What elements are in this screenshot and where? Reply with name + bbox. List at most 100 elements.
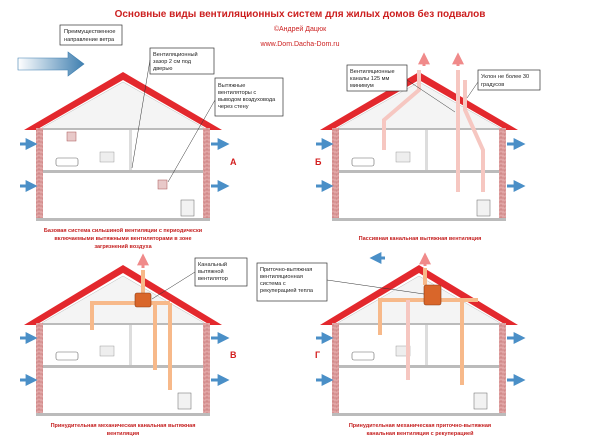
roof-g bbox=[320, 265, 518, 325]
floor-2-v bbox=[43, 365, 203, 368]
radiator-v bbox=[99, 345, 115, 357]
wall-right-g bbox=[499, 323, 506, 415]
caption-g-line2: канальная вентиляция с рекуперацией bbox=[367, 430, 474, 437]
caption-v-line2: вентиляция bbox=[107, 431, 139, 437]
wall-left-b bbox=[332, 128, 339, 220]
floor-1-a bbox=[43, 128, 203, 130]
floor-2-g bbox=[339, 365, 499, 368]
callout-gap-line3-a: дверью bbox=[153, 66, 173, 72]
house-a bbox=[20, 72, 230, 221]
caption-a-line1: Базовая система сильшиной вентиляции с п… bbox=[44, 227, 202, 234]
recuperator-unit-g bbox=[423, 284, 442, 306]
floor-3-b bbox=[332, 218, 506, 221]
roof-a bbox=[24, 72, 222, 130]
house-v bbox=[20, 253, 230, 416]
callout-unit-line2-g: вентиляционная bbox=[260, 274, 303, 280]
partition-v bbox=[129, 325, 132, 365]
floor-1-v bbox=[43, 323, 203, 325]
duct-fan-v bbox=[134, 292, 152, 308]
wall-right-v bbox=[203, 323, 210, 415]
partition-g bbox=[425, 325, 428, 365]
floor-2-b bbox=[339, 170, 499, 173]
callout-fans-line4-a: через стену bbox=[218, 104, 249, 110]
floor-2-a bbox=[43, 170, 203, 173]
bathtub-b bbox=[351, 157, 375, 167]
author-credit: ©Андрей Дацюк bbox=[274, 25, 327, 33]
roof-v bbox=[24, 265, 222, 325]
partition-a bbox=[129, 130, 132, 170]
diagram-title: Основные виды вентиляционных систем для … bbox=[115, 8, 486, 20]
stove-g bbox=[473, 392, 488, 410]
floor-3-g bbox=[332, 413, 506, 416]
callout-ducts-line3-b: минимум bbox=[350, 83, 374, 89]
callout-gap-line1-a: Вентиляционный bbox=[153, 51, 198, 58]
letter-v: В bbox=[230, 350, 237, 360]
callout-fans-line1-a: Вытяжные bbox=[218, 83, 245, 89]
bathtub-g bbox=[351, 351, 375, 361]
roof-b bbox=[320, 72, 518, 130]
callout-unit-leader-g bbox=[326, 279, 425, 295]
callout-unit-line3-g: система с bbox=[260, 281, 286, 287]
callout-slope-line2-b: градусов bbox=[481, 82, 504, 88]
callout-fan-line2-v: вытяжной bbox=[198, 268, 224, 275]
caption-v-line1: Принудительная механическая канальная вы… bbox=[51, 423, 196, 429]
callout-unit-line1-g: Приточно-вытяжная bbox=[260, 267, 312, 273]
callout-fans-leader-a bbox=[167, 99, 216, 183]
letter-b: Б bbox=[315, 157, 322, 167]
wall-left-g bbox=[332, 323, 339, 415]
wind-arrow bbox=[17, 51, 85, 77]
wall-left-v bbox=[36, 323, 43, 415]
house-g bbox=[316, 252, 526, 416]
floor-3-v bbox=[36, 413, 210, 416]
floor-1-b bbox=[339, 128, 499, 130]
partition-b bbox=[425, 130, 428, 170]
letter-g: Г bbox=[315, 350, 320, 360]
callout-gap-leader-a bbox=[131, 59, 151, 169]
duct-1-b bbox=[382, 70, 421, 150]
house-b bbox=[316, 52, 526, 221]
stove-b bbox=[476, 199, 491, 217]
site-url: www.Dom.Dacha-Dom.ru bbox=[260, 41, 340, 48]
callout-unit-line4-g: рекуперацией тепла bbox=[260, 287, 314, 294]
radiator-a bbox=[99, 151, 115, 163]
callout-ducts-line1-b: Вентиляционные bbox=[350, 69, 395, 75]
duct-3-b bbox=[463, 80, 485, 192]
callout-gap-line2-a: зазор 2 см под bbox=[153, 59, 192, 65]
callout-fans-box-a bbox=[214, 77, 284, 117]
caption-g-line1: Принудительная механическая приточно-выт… bbox=[349, 423, 491, 429]
callout-fan-line1-v: Канальный bbox=[198, 261, 227, 268]
callout-slope-line1-b: Уклон не более 30 bbox=[481, 74, 529, 80]
callout-unit-box-g bbox=[256, 262, 328, 302]
wall-right-a bbox=[203, 128, 210, 220]
caption-a-line3: загрязнений воздуха bbox=[94, 243, 152, 250]
fan-lower-a bbox=[157, 179, 168, 190]
caption-a-line2: включаемыми вытяжными вентиляторами в зо… bbox=[54, 236, 191, 242]
stove-a bbox=[180, 199, 195, 217]
callout-ducts-box-b bbox=[346, 64, 408, 92]
callout-fan-box-v bbox=[194, 257, 248, 287]
callout-slope-box-b bbox=[477, 69, 541, 91]
wind-label-box bbox=[59, 24, 123, 46]
callout-ducts-leader-b bbox=[406, 79, 456, 113]
stove-v bbox=[177, 392, 192, 410]
letter-a: А bbox=[230, 157, 237, 167]
bathtub-v bbox=[55, 351, 79, 361]
floor-1-g bbox=[339, 323, 499, 325]
callout-ducts-line2-b: каналы 125 мм bbox=[350, 76, 389, 82]
callout-gap-box-a bbox=[149, 47, 215, 75]
floor-3-a bbox=[36, 218, 210, 221]
caption-b-line1: Пассивная канальная вытяжная вентиляция bbox=[359, 236, 482, 242]
bathtub-a bbox=[55, 157, 79, 167]
radiator-b bbox=[395, 151, 411, 163]
wind-label-line1: Преимущественное bbox=[64, 29, 116, 35]
wind-label-line2: направление ветра bbox=[64, 37, 115, 43]
callout-fans-line3-a: выводом воздуховода bbox=[218, 97, 276, 103]
callout-fan-line3-v: вентилятор bbox=[198, 276, 228, 282]
callout-fans-line2-a: вентиляторы с bbox=[218, 90, 256, 96]
callout-slope-leader-b bbox=[466, 81, 479, 99]
callout-fan-leader-v bbox=[151, 271, 196, 300]
wall-left-a bbox=[36, 128, 43, 220]
attic-v bbox=[39, 275, 207, 325]
attic-a bbox=[39, 81, 207, 130]
